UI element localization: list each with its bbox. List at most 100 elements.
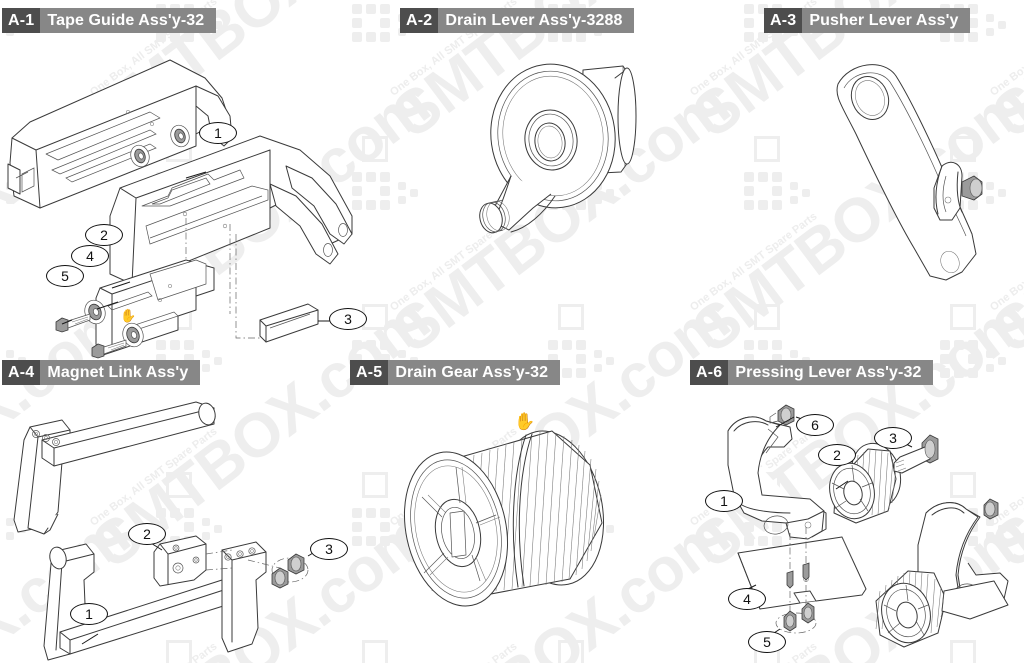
callout-a4-3[interactable]: 3 (310, 538, 348, 560)
a4-right-bracket (221, 541, 267, 653)
watermark-chip (214, 357, 222, 365)
watermark-chip (576, 32, 586, 42)
watermark-chip (548, 340, 558, 350)
watermark-chip (758, 32, 768, 42)
watermark-chip (772, 200, 782, 210)
panel-a-3-header: A-3 Pusher Lever Ass'y (764, 8, 971, 33)
watermark-chip (380, 200, 390, 210)
watermark-chip (790, 196, 798, 204)
panel-a-5-badge: A-5 (350, 360, 389, 385)
watermark-chip (772, 32, 782, 42)
watermark-chip (790, 350, 798, 358)
watermark-chip (986, 14, 994, 22)
watermark-chip (940, 368, 950, 378)
panel-a-4-title: Magnet Link Ass'y (47, 364, 189, 381)
watermark-chip (998, 21, 1006, 29)
a3-pusher-lever (836, 64, 983, 281)
panel-a-5: A-5 Drain Gear Ass'y-32 (350, 360, 561, 385)
watermark-chip (954, 368, 964, 378)
watermark-chip (968, 368, 978, 378)
watermark-chip (562, 368, 572, 378)
panel-a-5-header: A-5 Drain Gear Ass'y-32 (350, 360, 561, 385)
a2-drain-lever (479, 63, 637, 234)
callout-a1-3[interactable]: 3 (329, 308, 367, 330)
watermark-chip (380, 4, 390, 14)
watermark-chip-frame (754, 304, 780, 330)
panel-a-5-title: Drain Gear Ass'y-32 (395, 364, 549, 381)
a4-lower-link-bar (43, 543, 237, 661)
watermark-chip (790, 182, 798, 190)
callout-a4-1[interactable]: 1 (70, 603, 108, 625)
a6-assembled-subassembly (875, 498, 1009, 648)
a6-gear-upper (829, 442, 902, 524)
a1-leaders (61, 171, 330, 325)
watermark-chip (744, 172, 754, 182)
watermark-chip (380, 172, 390, 182)
panel-a-4: A-4 Magnet Link Ass'y (2, 360, 201, 385)
watermark-chip (744, 186, 754, 196)
callout-a1-4[interactable]: 4 (71, 245, 109, 267)
watermark-chip (940, 354, 950, 364)
panel-a-2-badge: A-2 (400, 8, 439, 33)
watermark-chip (380, 18, 390, 28)
watermark-chip (802, 189, 810, 197)
watermark-chip (352, 536, 362, 546)
panel-a-3-badge: A-3 (764, 8, 803, 33)
watermark-chip (576, 340, 586, 350)
callout-a1-5[interactable]: 5 (46, 265, 84, 287)
watermark-chip (398, 196, 406, 204)
callout-a6-2[interactable]: 2 (818, 444, 856, 466)
panel-a-1-artwork: ✋ (0, 38, 370, 359)
watermark-chip (758, 340, 768, 350)
watermark-chip (744, 18, 754, 28)
watermark-chip (380, 186, 390, 196)
watermark-chip (772, 186, 782, 196)
callout-a6-6[interactable]: 6 (796, 414, 834, 436)
watermark-chip (594, 350, 602, 358)
watermark-chip-frame (754, 136, 780, 162)
callout-a6-4[interactable]: 4 (728, 588, 766, 610)
watermark-chip (606, 357, 614, 365)
watermark-chip (352, 508, 362, 518)
a4-center-block (153, 535, 207, 587)
a1-screws (55, 313, 127, 359)
panel-a-2-header: A-2 Drain Lever Ass'y-3288 (400, 8, 635, 33)
callout-a6-3[interactable]: 3 (874, 427, 912, 449)
panel-a-3-artwork (810, 48, 1010, 348)
callout-a6-5[interactable]: 5 (748, 631, 786, 653)
watermark-chip-frame (558, 304, 584, 330)
watermark-chip (954, 32, 964, 42)
a6-studs (786, 562, 810, 589)
watermark-chip (968, 354, 978, 364)
panel-a-4-badge: A-4 (2, 360, 41, 385)
panel-a-1-title: Tape Guide Ass'y-32 (47, 12, 205, 29)
a4-screws (271, 553, 309, 589)
watermark-chip (380, 32, 390, 42)
watermark-chip (744, 32, 754, 42)
watermark-chip (352, 522, 362, 532)
watermark-tagline: One Box, All SMT Spare Parts (688, 210, 820, 314)
watermark-chip (744, 340, 754, 350)
a4-upper-link (13, 401, 216, 535)
panel-a-2: A-2 Drain Lever Ass'y-3288 (400, 8, 635, 33)
panel-a-6-badge: A-6 (690, 360, 729, 385)
panel-a-1-badge: A-1 (2, 8, 41, 33)
watermark-chip (352, 4, 362, 14)
panel-a-6-header: A-6 Pressing Lever Ass'y-32 (690, 360, 934, 385)
panel-a-3: A-3 Pusher Lever Ass'y (764, 8, 971, 33)
watermark-chip (352, 18, 362, 28)
watermark-chip (548, 32, 558, 42)
watermark-chip (366, 508, 376, 518)
panel-a-1: A-1 Tape Guide Ass'y-32 (2, 8, 217, 33)
watermark-chip (410, 189, 418, 197)
callout-a1-2[interactable]: 2 (85, 224, 123, 246)
callout-a6-1[interactable]: 1 (705, 490, 743, 512)
watermark-chip (398, 350, 406, 358)
watermark-chip (380, 340, 390, 350)
callout-a4-2[interactable]: 2 (128, 523, 166, 545)
watermark-chip (366, 536, 376, 546)
a1-small-rail (259, 303, 319, 343)
watermark-chip (772, 340, 782, 350)
callout-a1-1[interactable]: 1 (199, 122, 237, 144)
watermark-chip (968, 32, 978, 42)
